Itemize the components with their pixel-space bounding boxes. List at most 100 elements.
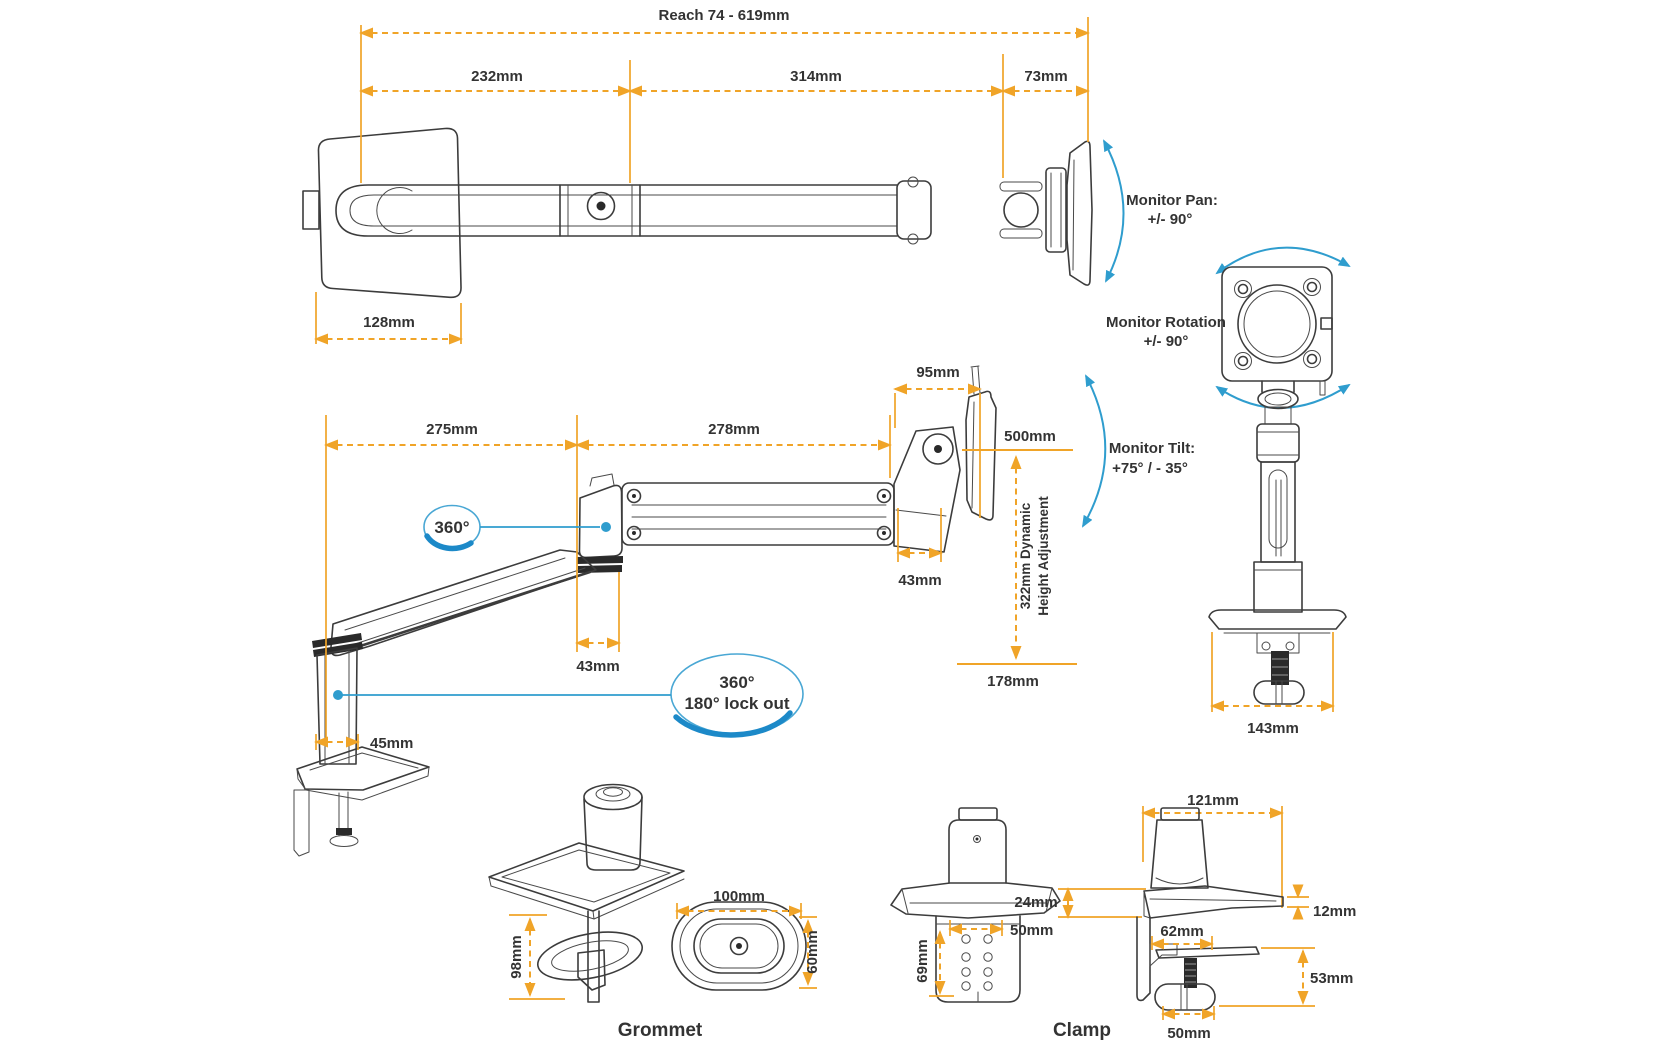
top-view-bracket-bump-top: [907, 176, 919, 188]
lockout-annotation: 360° 180° lock out: [333, 653, 804, 738]
pan-label-line2: +/- 90°: [1148, 211, 1193, 228]
dim-50-width-label: 50mm: [1010, 922, 1053, 939]
dim-95-label: 95mm: [916, 364, 959, 381]
grommet-ring: [537, 931, 643, 981]
pole-shoulder: [1256, 423, 1300, 463]
pole-tube: [1260, 461, 1296, 563]
side-base-plate: [296, 746, 430, 791]
rotation-label-line2: +/- 90°: [1144, 333, 1189, 350]
side-clamp-bracket: [293, 789, 310, 857]
dim-50-foot-label: 50mm: [1167, 1025, 1210, 1042]
dim-143-label: 143mm: [1247, 720, 1299, 737]
clamp-front-body: [935, 915, 1021, 1003]
dim-178-label: 178mm: [987, 673, 1039, 690]
clamp-front-cap: [958, 807, 998, 821]
grommet-wedge: [577, 949, 606, 991]
dim-100-label: 100mm: [713, 888, 765, 905]
top-view-elbow-joint-inner: [567, 185, 633, 236]
tilt-arc-icon: [1081, 374, 1107, 528]
grommet-title: Grommet: [618, 1020, 703, 1041]
top-view-end-bracket: [896, 180, 932, 240]
top-view-elbow-joint-lines: [559, 184, 641, 237]
side-view-drawing: [293, 365, 997, 857]
clamp-side-screw: [1184, 958, 1197, 988]
grommet-view-drawing: 98mm 100mm 60mm Grommet: [488, 783, 821, 1041]
dim-69-label: 69mm: [914, 939, 931, 982]
pole-collar: [1257, 388, 1299, 410]
top-view-bracket-bump-bottom: [907, 233, 919, 245]
swivel-360-annotation: 360°: [423, 504, 611, 552]
rotation-arc-top-icon: [1215, 246, 1351, 275]
dim-43-head-label: 43mm: [898, 572, 941, 589]
dim-53-label: 53mm: [1310, 970, 1353, 987]
top-view-ball-cap-bottom: [999, 228, 1043, 239]
top-view-ball-cap-top: [999, 181, 1043, 192]
lockout-pointer-dot: [333, 690, 343, 700]
top-view-arm-inner: [349, 194, 898, 227]
dim-314-label: 314mm: [790, 68, 842, 85]
side-head-bracket: [893, 426, 961, 553]
vesa-center-ring: [1237, 284, 1317, 364]
top-view-head-bracket-inner: [1050, 172, 1062, 248]
top-view-head-bracket: [1045, 167, 1067, 253]
tilt-label-line1: Monitor Tilt:: [1109, 440, 1195, 457]
dim-45-label: 45mm: [370, 735, 413, 752]
grommet-desk-plate: [488, 842, 685, 912]
clamp-side-drawing: 121mm 24mm 12mm 62mm 53mm 50mm: [1014, 792, 1356, 1042]
top-view-elbow-screw-center: [596, 201, 606, 211]
pan-label-line1: Monitor Pan:: [1126, 192, 1218, 209]
clamp-side-back-plate: [1136, 916, 1151, 1002]
side-view-dimensions: 275mm 278mm 95mm 500mm 322mm Dynamic Hei…: [314, 364, 1077, 752]
side-lower-arm: [330, 549, 597, 657]
monitor-tilt-annotation: Monitor Tilt: +75° / - 35°: [1081, 374, 1195, 528]
side-upper-arm: [621, 482, 895, 546]
top-view-hinge-arc: [376, 187, 413, 234]
clamp-side-arm-plate: [1155, 946, 1260, 959]
side-elbow-block: [578, 484, 623, 559]
side-clamp-handle: [329, 835, 359, 847]
lockout-label-line2: 180° lock out: [684, 694, 789, 713]
side-vesa-edge: [965, 390, 997, 521]
dim-232-label: 232mm: [471, 68, 523, 85]
top-view-arm-outer: [335, 184, 898, 237]
dim-60-label: 60mm: [804, 930, 821, 973]
dim-98-label: 98mm: [508, 935, 525, 978]
dim-500-label: 500mm: [1004, 428, 1056, 445]
clamp-side-wing: [1143, 885, 1284, 919]
dim-275-label: 275mm: [426, 421, 478, 438]
clamp-front-holes: [961, 934, 993, 991]
dim-12-label: 12mm: [1313, 903, 1356, 920]
clamp-side-bracket: [1149, 943, 1178, 967]
vesa-side-latch: [1320, 317, 1333, 330]
dim-24-label: 24mm: [1014, 894, 1057, 911]
dim-278-label: 278mm: [708, 421, 760, 438]
clamp-side-cylinder: [1150, 819, 1209, 889]
top-view-monitor-plate: [317, 127, 462, 299]
clamp-screw-front: [1271, 651, 1289, 685]
front-view-drawing: 143mm Monitor Rotation +/- 90°: [1106, 246, 1351, 737]
pan-arc-icon: [1103, 139, 1125, 283]
monitor-pan-annotation: Monitor Pan: +/- 90°: [1103, 139, 1218, 283]
dim-62-label: 62mm: [1160, 923, 1203, 940]
dim-121-label: 121mm: [1187, 792, 1239, 809]
top-view-wall-tab: [302, 190, 320, 230]
lockout-label-line1: 360°: [719, 673, 754, 692]
clamp-front-wing: [890, 882, 1061, 919]
clamp-front-cylinder: [948, 819, 1007, 884]
dim-43-elbow-label: 43mm: [576, 658, 619, 675]
top-view-ball-joint: [1003, 192, 1039, 228]
dim-322-label-line1: 322mm Dynamic: [1018, 502, 1033, 609]
desk-base-disc: [1208, 609, 1347, 630]
dim-reach-label: Reach 74 - 619mm: [659, 7, 790, 24]
vesa-pin: [1319, 380, 1326, 396]
pole-sleeve: [1253, 561, 1303, 613]
tilt-label-line2: +75° / - 35°: [1112, 460, 1188, 477]
clamp-front-drawing: 50mm 69mm Clamp: [890, 807, 1111, 1041]
top-view-elbow-screw: [586, 191, 616, 221]
top-view-dimensions: Reach 74 - 619mm 232mm 314mm 73mm 128mm: [314, 7, 1090, 345]
top-view-vesa-edge: [1066, 140, 1093, 286]
swivel-pointer-dot: [601, 522, 611, 532]
rotation-label-line1: Monitor Rotation: [1106, 314, 1226, 331]
